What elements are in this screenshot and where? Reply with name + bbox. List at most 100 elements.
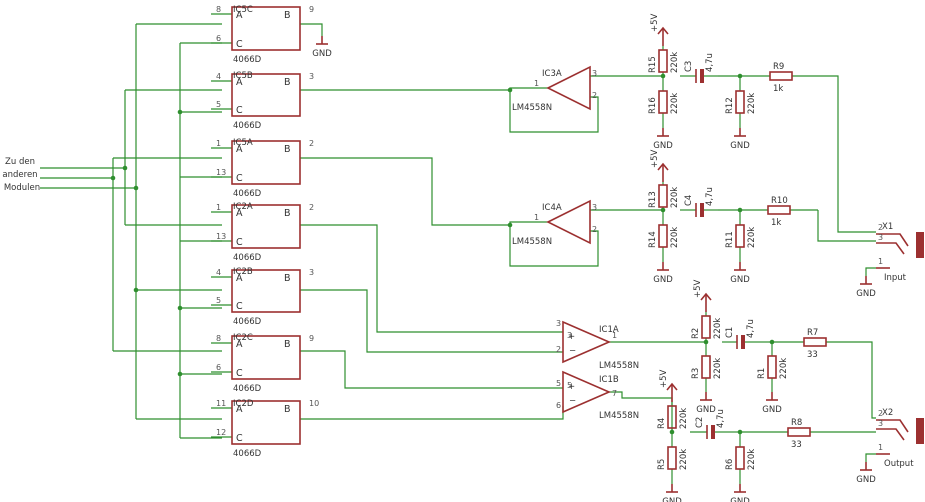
connector-pin-number: 1 bbox=[878, 443, 883, 452]
gnd-label: GND bbox=[653, 141, 673, 151]
capacitor-ref: C3 bbox=[684, 61, 694, 72]
junction-dot bbox=[122, 165, 128, 171]
connector-pin-number: 2 bbox=[878, 223, 883, 232]
resistor bbox=[803, 337, 827, 347]
opamp-part: LM4558N bbox=[599, 411, 639, 421]
opamp-plus-pin: 3 bbox=[567, 331, 572, 340]
wire bbox=[300, 350, 563, 389]
switch-pin-number: 9 bbox=[309, 5, 314, 14]
switch-pin-number: 12 bbox=[216, 428, 226, 437]
junction-dot bbox=[177, 109, 183, 115]
connector-pin-number: 2 bbox=[878, 409, 883, 418]
resistor-value: 220k bbox=[679, 408, 689, 429]
switch-pin-a-label: A bbox=[236, 339, 243, 350]
resistor bbox=[767, 355, 777, 379]
opamp-body bbox=[562, 370, 612, 414]
switch-pin-c-label: C bbox=[236, 105, 243, 116]
switch-pin-c-label: C bbox=[236, 39, 243, 50]
gnd-label: GND bbox=[730, 275, 750, 285]
buffer-pin-number: 3 bbox=[592, 203, 597, 212]
gnd-label: GND bbox=[653, 275, 673, 285]
switch-pin-a-label: A bbox=[236, 208, 243, 219]
buffer-pin-number: 2 bbox=[592, 91, 597, 100]
vcc-arrow bbox=[657, 162, 669, 171]
switch-pin-number: 9 bbox=[309, 334, 314, 343]
vcc-label: +5V bbox=[693, 279, 703, 298]
switch-pin-number: 13 bbox=[216, 168, 226, 177]
resistor-ref: R15 bbox=[648, 56, 658, 73]
connector-ref: X1 bbox=[882, 222, 893, 232]
resistor-value: 220k bbox=[713, 358, 723, 379]
switch-part: 4066D bbox=[233, 55, 262, 65]
resistor bbox=[787, 427, 811, 437]
switch-part: 4066D bbox=[233, 189, 262, 199]
switch-ref: IC5B bbox=[233, 71, 253, 81]
vcc-label: +5V bbox=[650, 149, 660, 168]
switch-part: 4066D bbox=[233, 449, 262, 459]
switch-pin-number: 2 bbox=[309, 139, 314, 148]
switch-pin-b-label: B bbox=[284, 339, 291, 350]
resistor-ref: R6 bbox=[725, 459, 735, 470]
switch-ic-body bbox=[231, 400, 301, 445]
switch-pin-b-label: B bbox=[284, 77, 291, 88]
resistor-value: 220k bbox=[670, 52, 680, 73]
switch-pin-number: 5 bbox=[216, 100, 221, 109]
bus-label-line: anderen bbox=[2, 170, 37, 180]
wire bbox=[817, 210, 876, 242]
switch-pin-number: 3 bbox=[309, 268, 314, 277]
buffer-pin-number: 1 bbox=[534, 79, 539, 88]
resistor-ref: R12 bbox=[725, 97, 735, 114]
resistor-ref: R7 bbox=[807, 328, 818, 338]
jack-contact bbox=[876, 233, 909, 247]
opamp-ref: IC1A bbox=[599, 325, 619, 335]
switch-pin-c-label: C bbox=[236, 433, 243, 444]
switch-part: 4066D bbox=[233, 121, 262, 131]
switch-pin-c-label: C bbox=[236, 237, 243, 248]
connector-label: Output bbox=[884, 459, 914, 469]
wire bbox=[300, 289, 563, 353]
buffer-part: LM4558N bbox=[512, 103, 552, 113]
capacitor-plate bbox=[741, 335, 745, 349]
opamp-pin-number: 1 bbox=[612, 331, 617, 340]
capacitor-value: 4,7u bbox=[705, 187, 715, 206]
resistor-value: 220k bbox=[747, 227, 757, 248]
vcc-label: +5V bbox=[650, 13, 660, 32]
resistor bbox=[667, 405, 677, 429]
switch-pin-c-label: C bbox=[236, 368, 243, 379]
resistor-value: 1k bbox=[771, 218, 781, 228]
capacitor-plate bbox=[700, 69, 704, 83]
resistor-value: 220k bbox=[670, 187, 680, 208]
switch-pin-b-label: B bbox=[284, 10, 291, 21]
jack-contact bbox=[876, 428, 905, 441]
resistor-ref: R9 bbox=[773, 62, 784, 72]
capacitor-plate bbox=[711, 425, 715, 439]
gnd-label: GND bbox=[730, 141, 750, 151]
resistor bbox=[658, 49, 668, 73]
buffer-pin-number: 1 bbox=[534, 213, 539, 222]
jack-contact bbox=[876, 242, 905, 255]
capacitor-value: 4,7u bbox=[716, 409, 726, 428]
bus-label-line: Zu den bbox=[5, 157, 35, 167]
opamp-ref: IC1B bbox=[599, 375, 619, 385]
capacitor-ref: C4 bbox=[684, 195, 694, 206]
wire bbox=[865, 267, 876, 276]
switch-pin-number: 8 bbox=[216, 5, 221, 14]
bus-label-line: Modulen bbox=[4, 183, 40, 193]
gnd-label: GND bbox=[662, 497, 682, 502]
buffer-opamp bbox=[546, 199, 591, 245]
gnd-label: GND bbox=[696, 405, 716, 415]
gnd-label: GND bbox=[312, 49, 332, 59]
buffer-ref: IC4A bbox=[542, 203, 562, 213]
wire bbox=[300, 23, 323, 36]
resistor bbox=[735, 224, 745, 248]
switch-ref: IC2D bbox=[233, 399, 254, 409]
connector-pin-number: 1 bbox=[878, 257, 883, 266]
resistor-ref: R5 bbox=[657, 459, 667, 470]
opamp-plus-sign: + bbox=[568, 382, 575, 392]
switch-pin-number: 13 bbox=[216, 232, 226, 241]
resistor-value: 220k bbox=[679, 449, 689, 470]
opamp-pin-number: 2 bbox=[556, 345, 561, 354]
resistor-ref: R13 bbox=[648, 191, 658, 208]
jack-body bbox=[916, 232, 924, 258]
